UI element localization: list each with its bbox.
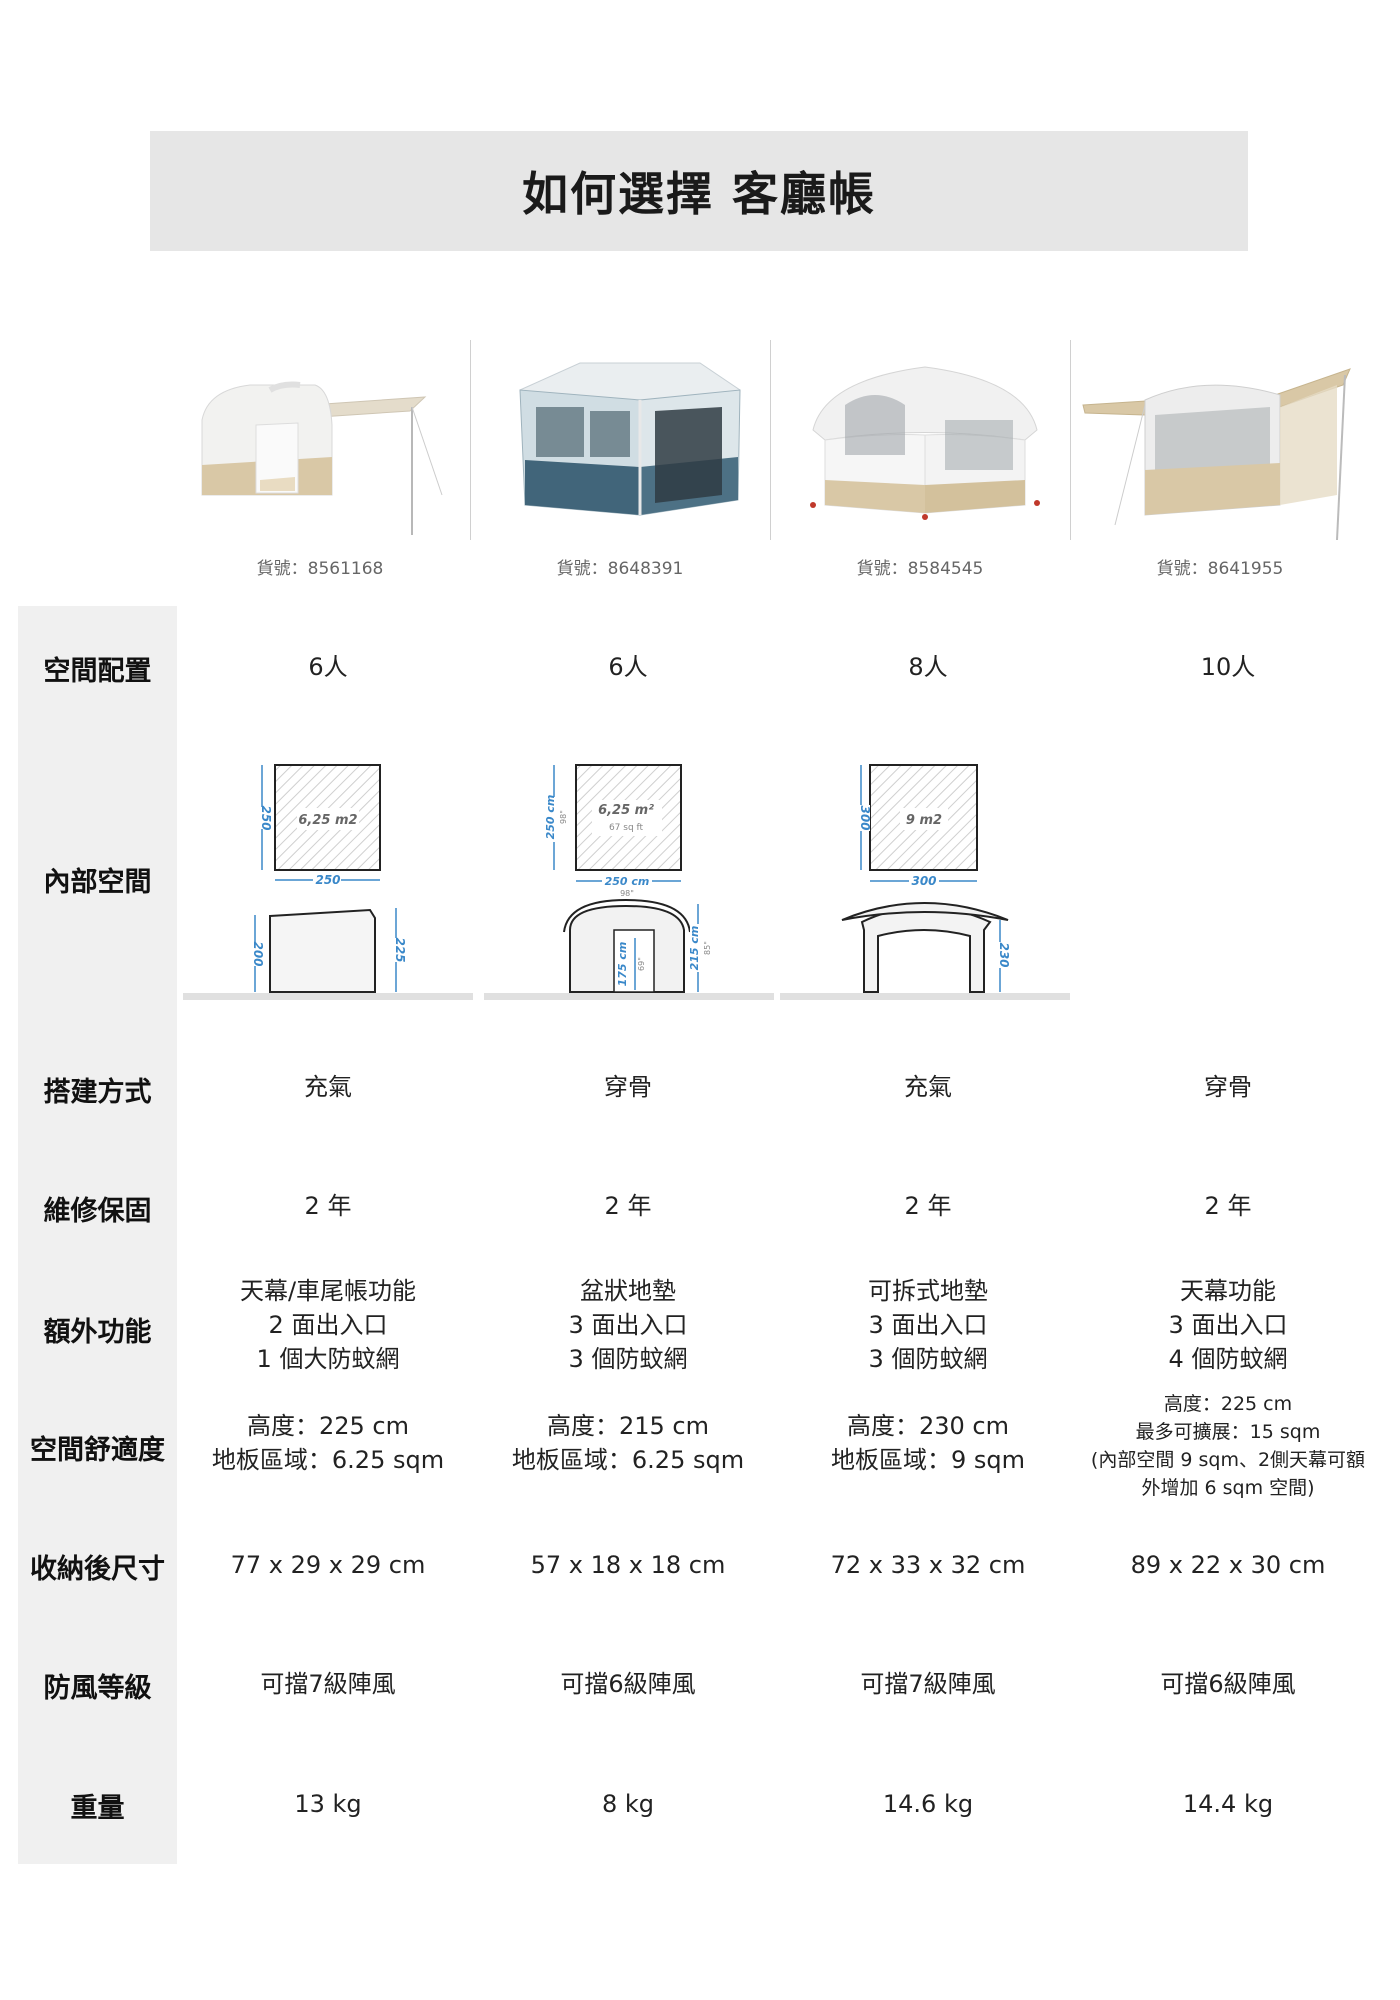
comfort-line: 地板區域：9 sqm bbox=[830, 1446, 1025, 1474]
comfort-line: 高度：215 cm bbox=[546, 1412, 709, 1440]
depth-label: 250 bbox=[259, 805, 273, 830]
capacity-value: 6人 bbox=[608, 653, 648, 681]
row-label-wind: 防風等級 bbox=[43, 1673, 152, 1704]
tent-image-8641955 bbox=[1082, 368, 1351, 541]
capacity-value: 6人 bbox=[308, 653, 348, 681]
interior-diagram-8561168: 6,25 m2 250 250 200 225 bbox=[183, 764, 473, 1000]
packed-size-value: 72 x 33 x 32 cm bbox=[830, 1551, 1026, 1579]
comfort-cell: 高度：215 cm 地板區域：6.25 sqm bbox=[478, 1409, 778, 1477]
row-label-warranty: 維修保固 bbox=[43, 1196, 152, 1227]
weight-value: 14.6 kg bbox=[882, 1790, 974, 1818]
warranty-value: 2 年 bbox=[304, 1192, 352, 1220]
row-label-interior: 內部空間 bbox=[43, 867, 152, 898]
depth-sub-label: 98" bbox=[559, 810, 568, 824]
extras-line: 天幕功能 bbox=[1180, 1277, 1276, 1305]
height-label-front: 200 bbox=[251, 941, 265, 966]
packed-size-value: 89 x 22 x 30 cm bbox=[1130, 1551, 1326, 1579]
comfort-cell: 高度：230 cm 地板區域：9 sqm bbox=[778, 1409, 1078, 1477]
comfort-line: 外增加 6 sqm 空間) bbox=[1141, 1477, 1315, 1499]
extras-line: 可拆式地墊 bbox=[868, 1277, 988, 1305]
row-label-comfort: 空間舒適度 bbox=[30, 1435, 165, 1466]
row-label-extras: 額外功能 bbox=[43, 1317, 152, 1348]
comfort-line: 地板區域：6.25 sqm bbox=[211, 1446, 445, 1474]
weight-value: 8 kg bbox=[601, 1790, 655, 1818]
packed-size-value: 77 x 29 x 29 cm bbox=[230, 1551, 426, 1579]
weight-value: 13 kg bbox=[294, 1790, 362, 1818]
extras-cell: 天幕/車尾帳功能 2 面出入口 1 個大防蚊網 bbox=[178, 1274, 478, 1376]
extras-line: 3 面出入口 bbox=[568, 1311, 688, 1339]
extras-line: 3 面出入口 bbox=[1168, 1311, 1288, 1339]
product-sku: 貨號：8648391 bbox=[556, 559, 684, 579]
comfort-line: 高度：230 cm bbox=[846, 1412, 1009, 1440]
comfort-cell: 高度：225 cm 地板區域：6.25 sqm bbox=[178, 1409, 478, 1477]
capacity-value: 8人 bbox=[908, 653, 948, 681]
comfort-cell: 高度：225 cm 最多可擴展：15 sqm (內部空間 9 sqm、2側天幕可… bbox=[1078, 1390, 1378, 1502]
extras-line: 盆狀地墊 bbox=[580, 1277, 676, 1305]
comfort-line: (內部空間 9 sqm、2側天幕可額 bbox=[1090, 1449, 1366, 1471]
interior-diagram-8648391: 6,25 m² 67 sq ft 250 cm 98" 250 cm 98" 1… bbox=[484, 764, 774, 1000]
extras-line: 天幕/車尾帳功能 bbox=[239, 1277, 417, 1305]
extras-cell: 天幕功能 3 面出入口 4 個防蚊網 bbox=[1078, 1274, 1378, 1376]
height-label-back: 225 bbox=[393, 937, 407, 962]
extras-cell: 可拆式地墊 3 面出入口 3 個防蚊網 bbox=[778, 1274, 1078, 1376]
area-label: 9 m2 bbox=[906, 813, 942, 828]
tent-image-8561168 bbox=[201, 381, 443, 535]
extras-line: 3 個防蚊網 bbox=[868, 1345, 988, 1373]
setup-value: 穿骨 bbox=[604, 1073, 652, 1101]
depth-label: 300 bbox=[858, 805, 872, 830]
wind-value: 可擋6級陣風 bbox=[560, 1670, 696, 1698]
width-sub-label: 98" bbox=[620, 889, 634, 898]
product-sku: 貨號：8584545 bbox=[856, 559, 984, 579]
packed-size-value: 57 x 18 x 18 cm bbox=[530, 1551, 726, 1579]
wind-value: 可擋7級陣風 bbox=[860, 1670, 996, 1698]
weight-value: 14.4 kg bbox=[1182, 1790, 1274, 1818]
warranty-value: 2 年 bbox=[904, 1192, 952, 1220]
row-label-packed-size: 收納後尺寸 bbox=[30, 1554, 165, 1585]
extras-line: 1 個大防蚊網 bbox=[256, 1345, 400, 1373]
width-label: 300 bbox=[911, 874, 936, 888]
product-sku: 貨號：8641955 bbox=[1156, 559, 1284, 579]
depth-label: 250 cm bbox=[544, 795, 557, 840]
interior-diagram-8584545: 9 m2 300 300 230 bbox=[780, 764, 1070, 1000]
column-divider bbox=[470, 340, 471, 540]
extras-line: 3 個防蚊網 bbox=[568, 1345, 688, 1373]
product-sku: 貨號：8561168 bbox=[256, 559, 384, 579]
width-label: 250 bbox=[315, 873, 340, 887]
column-divider bbox=[1070, 340, 1071, 540]
setup-value: 穿骨 bbox=[1204, 1073, 1252, 1101]
extras-line: 2 面出入口 bbox=[268, 1311, 388, 1339]
height-sub-label: 85" bbox=[703, 941, 712, 955]
extras-cell: 盆狀地墊 3 面出入口 3 個防蚊網 bbox=[478, 1274, 778, 1376]
column-divider bbox=[770, 340, 771, 540]
row-label-capacity: 空間配置 bbox=[43, 656, 152, 687]
warranty-value: 2 年 bbox=[604, 1192, 652, 1220]
area-label: 6,25 m2 bbox=[298, 813, 357, 828]
page-title-banner: 如何選擇 客廳帳 bbox=[150, 131, 1248, 251]
comfort-line: 高度：225 cm bbox=[1163, 1393, 1293, 1415]
tent-image-8648391 bbox=[519, 362, 741, 516]
row-label-sidebar bbox=[18, 606, 177, 1864]
row-label-weight: 重量 bbox=[70, 1793, 125, 1824]
extras-line: 3 面出入口 bbox=[868, 1311, 988, 1339]
page-title: 如何選擇 客廳帳 bbox=[521, 167, 876, 221]
comfort-line: 地板區域：6.25 sqm bbox=[511, 1446, 745, 1474]
wind-value: 可擋7級陣風 bbox=[260, 1670, 396, 1698]
setup-value: 充氣 bbox=[304, 1073, 352, 1101]
extras-line: 4 個防蚊網 bbox=[1168, 1345, 1288, 1373]
area-sub-label: 67 sq ft bbox=[609, 823, 644, 833]
door-height-sub-label: 69" bbox=[637, 957, 646, 971]
door-height-label: 175 cm bbox=[616, 942, 629, 987]
warranty-value: 2 年 bbox=[1204, 1192, 1252, 1220]
width-label: 250 cm bbox=[605, 875, 650, 888]
comfort-line: 最多可擴展：15 sqm bbox=[1135, 1421, 1321, 1443]
height-label: 215 cm bbox=[688, 926, 701, 971]
capacity-value: 10人 bbox=[1200, 653, 1256, 681]
wind-value: 可擋6級陣風 bbox=[1160, 1670, 1296, 1698]
tent-image-8584545 bbox=[810, 366, 1040, 520]
setup-value: 充氣 bbox=[904, 1073, 952, 1101]
height-label: 230 bbox=[997, 942, 1011, 967]
comfort-line: 高度：225 cm bbox=[246, 1412, 409, 1440]
row-label-setup: 搭建方式 bbox=[43, 1077, 152, 1108]
area-label: 6,25 m² bbox=[598, 803, 654, 818]
